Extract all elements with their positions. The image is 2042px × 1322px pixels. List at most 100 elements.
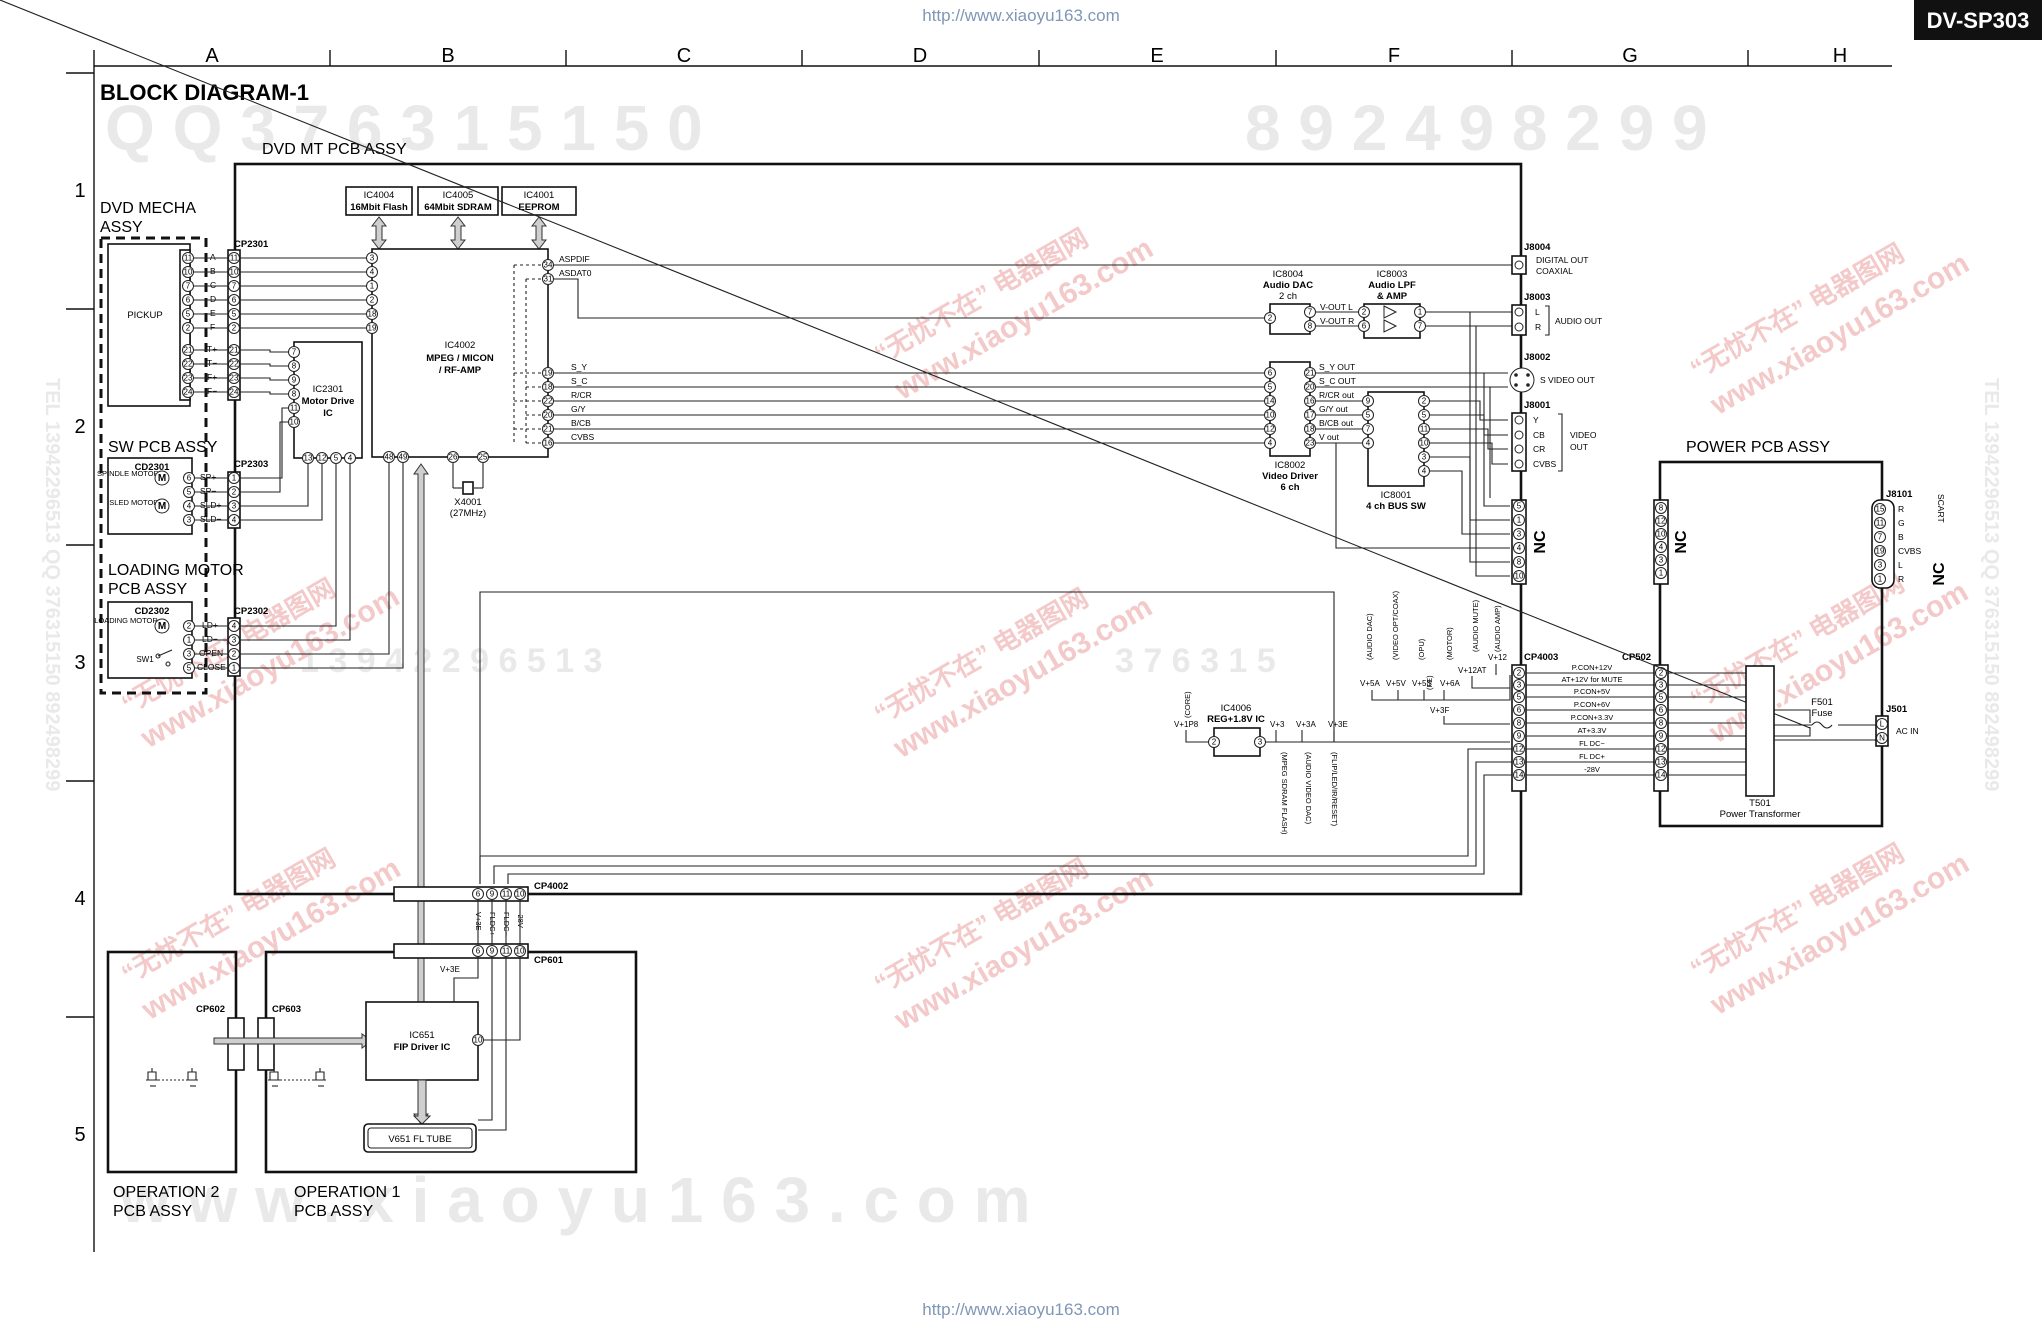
cp4003-connector: CP4003 2 3 5 6 8 9 12 13 14 [1511,652,1558,792]
svg-text:18: 18 [368,310,377,319]
svg-text:10: 10 [1420,439,1429,448]
sled-motor-label: SLED MOTOR [109,498,159,507]
svg-text:S_C: S_C [571,376,588,386]
svg-text:3: 3 [1258,738,1263,747]
svg-text:21: 21 [184,346,193,355]
svg-text:13: 13 [1657,758,1666,767]
svg-text:10: 10 [516,947,525,956]
cp4002-signal-labels: V+3E FLDC+ FLDC− -28V [474,912,525,937]
sw1-switch-icon [155,649,173,667]
ic8001-block: 9 5 7 4 2 5 11 10 3 4 IC8001 4 ch BUS SW [1362,391,1430,512]
svg-text:S VIDEO OUT: S VIDEO OUT [1540,375,1595,385]
svg-text:1: 1 [232,474,237,483]
svg-text:7: 7 [1878,533,1883,542]
svg-text:IC8001: IC8001 [1381,490,1412,501]
svg-text:10: 10 [290,418,299,427]
svg-text:LD−: LD− [202,634,218,644]
svg-text:P.CON+12V: P.CON+12V [1572,663,1613,672]
svg-text:2: 2 [232,488,237,497]
svg-text:OPEN: OPEN [199,648,223,658]
svg-text:18: 18 [544,383,553,392]
j8004-jack[interactable]: J8004 DIGITAL OUT COAXIAL [1511,242,1588,276]
ic8004-block: IC8004 Audio DAC 2 ch 2 7 8 V-OUT L V-OU… [1263,269,1354,335]
url-top[interactable]: http://www.xiaoyu163.com [922,6,1120,25]
svg-text:4: 4 [232,516,237,525]
ic4002-signal-labels: ASPDIF ASDAT0 S_Y S_C R/CR G/Y B/CB CVBS [559,254,594,442]
svg-text:8: 8 [1308,322,1313,331]
svg-text:6: 6 [232,296,237,305]
svg-text:V+1P8: V+1P8 [1174,720,1199,729]
cd2302-pins: 2 1 3 5 [183,620,195,674]
j8003-jack[interactable]: J8003 L R AUDIO OUT [1511,292,1602,336]
j8001-jack[interactable]: J8001 Y CB CR CVBS VIDEO OUT [1511,400,1597,472]
svg-text:V651 FL TUBE: V651 FL TUBE [388,1134,451,1145]
svg-text:AT+3.3V: AT+3.3V [1578,726,1607,735]
ic2301-ref: IC2301 [313,384,344,395]
svg-text:2 ch: 2 ch [1279,291,1297,302]
sw-pcb-label: SW PCB ASSY [108,439,218,456]
svg-text:(AUDIO AMP): (AUDIO AMP) [1493,605,1502,652]
svg-text:IC4005: IC4005 [443,190,474,201]
svg-text:V-OUT R: V-OUT R [1320,316,1354,326]
voltage-role-labels: (AUDIO DAC) (VIDEO OPT/COAX) (OPU) (FE) … [1183,590,1502,835]
svg-text:4: 4 [187,502,192,511]
motor-wires [195,477,228,521]
svg-text:20: 20 [544,411,553,420]
svg-text:6: 6 [1659,706,1664,715]
svg-text:CVBS: CVBS [1533,459,1556,469]
svg-text:4: 4 [1268,439,1273,448]
ic2301-left-pins: 7 8 9 8 11 10 [288,346,300,428]
watermark-url-bottom: w w w . x i a o y u 1 6 3 . c o m [119,1164,1031,1236]
svg-text:23: 23 [230,374,239,383]
sled-motor-icon [154,498,170,514]
svg-text:5: 5 [1517,502,1522,511]
svg-text:2: 2 [186,324,191,333]
svg-text:1: 1 [1878,575,1883,584]
fl-lines-to-cp4002 [479,748,1512,884]
svg-text:V+5V: V+5V [1386,679,1406,688]
pickup-to-ic4002 [240,257,366,329]
svg-text:19: 19 [544,369,553,378]
svg-text:2: 2 [232,650,237,659]
svg-text:(AUDIO VIDEO DAC): (AUDIO VIDEO DAC) [1304,752,1313,825]
ic4002-internal-dotted [513,264,542,444]
power-pcb-frame [1658,460,1884,828]
svg-text:16: 16 [544,439,553,448]
svg-text:(OPU): (OPU) [1417,638,1426,660]
svg-text:AC IN: AC IN [1896,726,1919,736]
svg-text:4: 4 [1366,439,1371,448]
focus-tracking-wires [240,349,404,669]
svg-text:3: 3 [232,502,237,511]
svg-text:F−: F− [207,386,217,396]
voltage-wires [479,591,1511,884]
svg-text:5: 5 [187,664,192,673]
url-bottom[interactable]: http://www.xiaoyu163.com [922,1300,1120,1319]
svg-text:2: 2 [1422,397,1427,406]
svg-text:(FLIP/LED/IR/RESET): (FLIP/LED/IR/RESET) [1330,752,1339,827]
cp2303-label: CP2303 [234,459,268,470]
svg-text:1: 1 [1517,516,1522,525]
ic8003-block: IC8003 Audio LPF & AMP 2 6 1 7 [1358,269,1426,339]
j501-ac-in[interactable]: J501 L N AC IN [1875,704,1919,747]
svg-text:2: 2 [370,296,375,305]
svg-text:1: 1 [232,664,237,673]
svg-text:V+5S: V+5S [1412,679,1432,688]
j8002-jack[interactable]: J8002 S VIDEO OUT [1509,352,1595,393]
operation1-label-1: OPERATION 1 [294,1184,400,1201]
grid-row-1: 1 [74,180,85,202]
svg-text:14: 14 [1657,771,1666,780]
svg-text:EEPROM: EEPROM [518,202,559,213]
svg-text:6: 6 [476,947,481,956]
svg-text:(AUDIO DAC): (AUDIO DAC) [1365,613,1374,660]
svg-text:NC: NC [1931,562,1948,586]
svg-text:T−: T− [207,358,217,368]
dvd-mecha-label-1: DVD MECHA [100,200,196,217]
watermark-digits-mid-right: 3 7 6 3 1 5 [1115,642,1276,680]
ic4002-box [371,248,549,458]
grid-col-d: D [913,45,927,67]
j8101-scart[interactable]: J8101 15 11 7 19 3 1 R G B CVBS L R SCAR… [1871,489,1948,589]
svg-text:12: 12 [1515,745,1524,754]
svg-text:12: 12 [1266,425,1275,434]
svg-text:J8003: J8003 [1524,292,1550,303]
